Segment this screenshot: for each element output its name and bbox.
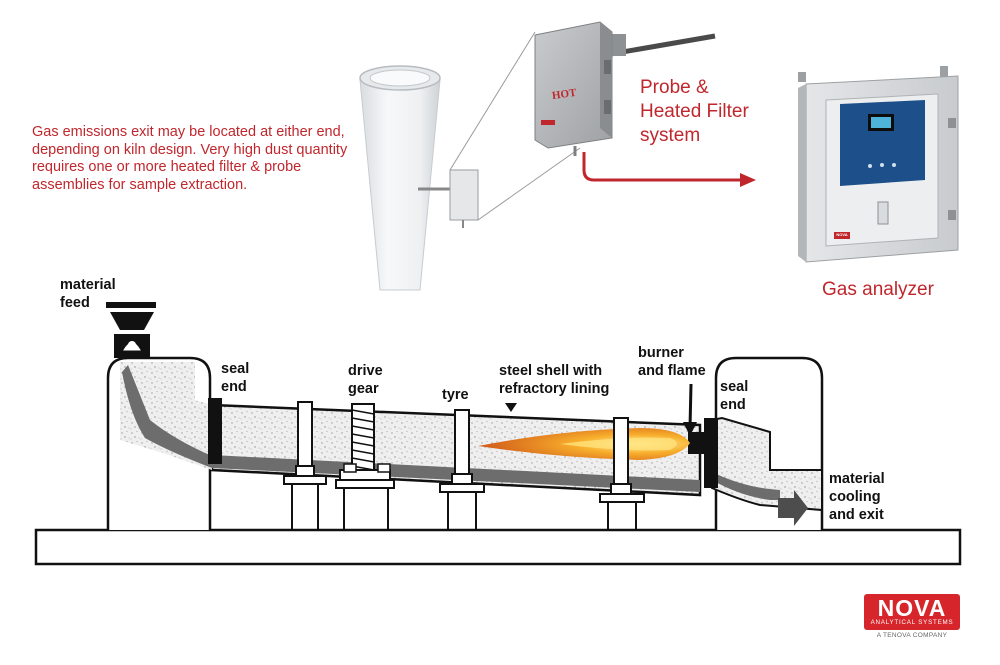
probe-filter-label: Probe & Heated Filter system <box>640 77 749 146</box>
tyre-support-2 <box>439 409 485 530</box>
logo-tagline: A TENOVA COMPANY <box>876 632 948 639</box>
shell-pointer <box>505 403 517 412</box>
chimney-probe-box <box>418 169 479 228</box>
drive-gear-label: drive gear <box>348 363 383 397</box>
tyre-support-3 <box>599 417 645 530</box>
nova-logo: NOVA ANALYTICAL SYSTEMS <box>864 594 960 630</box>
material-feed-hopper <box>106 302 156 358</box>
chimney <box>359 65 441 291</box>
right-seal <box>704 418 718 488</box>
gas-analyzer-cabinet <box>798 66 959 263</box>
hot-label: HOT <box>551 87 578 102</box>
feed-chute <box>120 362 212 470</box>
callout-lines <box>449 31 581 221</box>
kiln-base <box>34 528 962 566</box>
gas-analyzer-label: Gas analyzer <box>822 279 934 300</box>
seal-end-right-label: seal end <box>720 379 749 413</box>
emissions-note: Gas emissions exit may be located at eit… <box>32 124 348 193</box>
logo-name: NOVA <box>877 595 947 621</box>
seal-end-left-label: seal end <box>221 361 250 395</box>
logo-subtitle: ANALYTICAL SYSTEMS <box>870 619 954 626</box>
steel-shell-label: steel shell with refractory lining <box>499 363 610 397</box>
tyre-support-1 <box>283 401 327 530</box>
left-seal <box>208 398 222 464</box>
analyzer-brand: NOVA <box>836 232 848 237</box>
burner-flame-label: burner and flame <box>638 345 706 379</box>
tyre-label: tyre <box>442 387 469 403</box>
sample-flow-arrow <box>582 152 756 187</box>
burner-nozzle <box>688 432 704 454</box>
heated-filter-box <box>534 21 716 156</box>
material-feed-label: material feed <box>60 277 116 311</box>
burner-pointer <box>683 383 697 436</box>
drive-gear <box>335 403 395 530</box>
material-exit-label: material cooling and exit <box>829 471 885 523</box>
discharge-hood <box>711 416 823 526</box>
